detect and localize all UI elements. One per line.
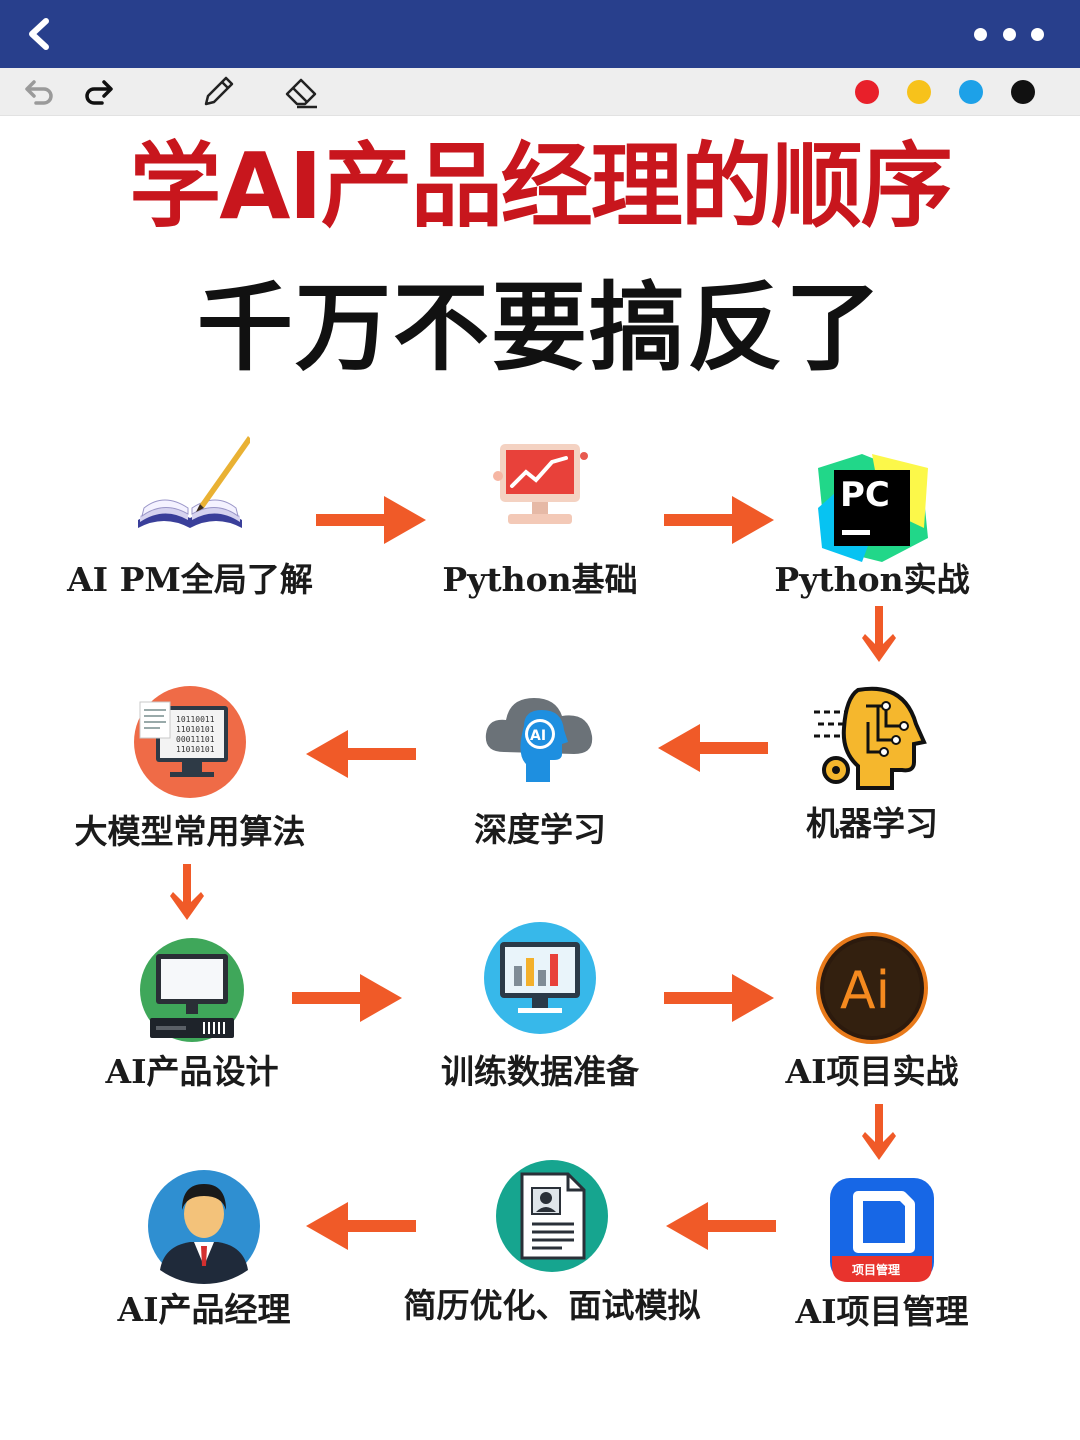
- color-red[interactable]: [855, 80, 879, 104]
- step-label: AI项目实战: [785, 1052, 959, 1091]
- arrow-down-icon: [862, 1104, 896, 1160]
- arrow-left-icon: [666, 1202, 776, 1250]
- project-management-icon: 项目管理: [830, 1178, 934, 1282]
- pencil-tool[interactable]: [198, 74, 238, 110]
- step-llm-algorithms: 10110011 11010101 00011101 11010101 大模型常…: [75, 682, 306, 851]
- svg-text:11010101: 11010101: [176, 745, 215, 754]
- svg-text:11010101: 11010101: [176, 725, 215, 734]
- step-ai-product-design: AI产品设计: [105, 930, 279, 1091]
- page-title: 学AI产品经理的顺序: [129, 133, 952, 240]
- step-deep-learning: AI 深度学习: [474, 682, 606, 849]
- page-subtitle: 千万不要搞反了: [197, 272, 883, 384]
- step-label: Python基础: [442, 560, 638, 599]
- step-resume-interview: 简历优化、面试模拟: [404, 1156, 701, 1325]
- redo-icon: [85, 80, 113, 105]
- ai-head-gears-icon: [814, 686, 927, 790]
- svg-text:Ai: Ai: [840, 961, 890, 1021]
- monitor-chart-icon: [493, 444, 588, 524]
- eraser-icon: [285, 78, 317, 109]
- pycharm-icon: PC: [818, 454, 928, 562]
- binary-monitor-icon: 10110011 11010101 00011101 11010101: [134, 686, 246, 798]
- step-label: 简历优化、面试模拟: [403, 1286, 701, 1325]
- arrow-down-icon: [170, 864, 204, 920]
- step-label: AI PM全局了解: [67, 560, 313, 599]
- undo-icon: [25, 80, 53, 105]
- step-python-practice: PC Python实战: [774, 448, 970, 599]
- arrow-left-icon: [306, 730, 416, 778]
- cloud-ai-head-icon: AI: [485, 698, 593, 782]
- arrow-right-icon: [316, 496, 426, 544]
- arrow-left-icon: [306, 1202, 416, 1250]
- svg-text:PC: PC: [840, 475, 890, 515]
- drawing-toolbar: [0, 68, 1080, 116]
- more-dot: [1031, 27, 1044, 41]
- step-ai-product-manager: AI产品经理: [117, 1166, 291, 1329]
- step-label: AI产品经理: [117, 1290, 291, 1329]
- step-label: AI项目管理: [795, 1292, 969, 1331]
- more-button[interactable]: [974, 18, 1044, 50]
- arrow-right-icon: [664, 974, 774, 1022]
- svg-text:10110011: 10110011: [176, 715, 215, 724]
- book-pencil-icon: [138, 436, 250, 528]
- more-dot: [974, 27, 987, 41]
- step-ai-project-practice: Ai AI项目实战: [785, 928, 959, 1091]
- adobe-illustrator-icon: Ai: [816, 932, 928, 1044]
- more-dot: [1002, 27, 1016, 41]
- step-label: AI产品设计: [105, 1052, 279, 1091]
- bar-chart-monitor-icon: [484, 922, 596, 1034]
- step-label: 机器学习: [806, 804, 938, 843]
- step-ai-pm-overview: AI PM全局了解: [67, 428, 313, 599]
- redo-button[interactable]: [78, 74, 118, 110]
- eraser-tool[interactable]: [282, 74, 322, 110]
- back-button[interactable]: [16, 12, 62, 56]
- arrow-left-icon: [658, 724, 768, 772]
- undo-button[interactable]: [20, 74, 60, 110]
- color-yellow[interactable]: [907, 80, 931, 104]
- desktop-computer-icon: [140, 938, 244, 1042]
- pencil-icon: [204, 76, 234, 106]
- arrow-right-icon: [292, 974, 402, 1022]
- arrow-down-icon: [862, 606, 896, 662]
- top-nav-bar: [0, 0, 1080, 68]
- chevron-left-icon: [29, 18, 49, 50]
- step-label: 训练数据准备: [441, 1052, 639, 1091]
- resume-document-icon: [496, 1160, 608, 1272]
- step-python-basics: Python基础: [442, 428, 638, 599]
- svg-text:项目管理: 项目管理: [852, 1262, 900, 1277]
- step-machine-learning: 机器学习: [806, 676, 938, 843]
- step-ai-project-management: 项目管理 AI项目管理: [795, 1170, 969, 1331]
- arrow-right-icon: [664, 496, 774, 544]
- color-black[interactable]: [1011, 80, 1035, 104]
- step-label: Python实战: [774, 560, 970, 599]
- businessman-avatar-icon: [148, 1170, 260, 1284]
- step-label: 深度学习: [474, 810, 606, 849]
- step-training-data-prep: 训练数据准备: [441, 918, 639, 1091]
- svg-text:00011101: 00011101: [176, 735, 215, 744]
- step-label: 大模型常用算法: [74, 812, 306, 851]
- color-blue[interactable]: [959, 80, 983, 104]
- svg-text:AI: AI: [530, 728, 546, 744]
